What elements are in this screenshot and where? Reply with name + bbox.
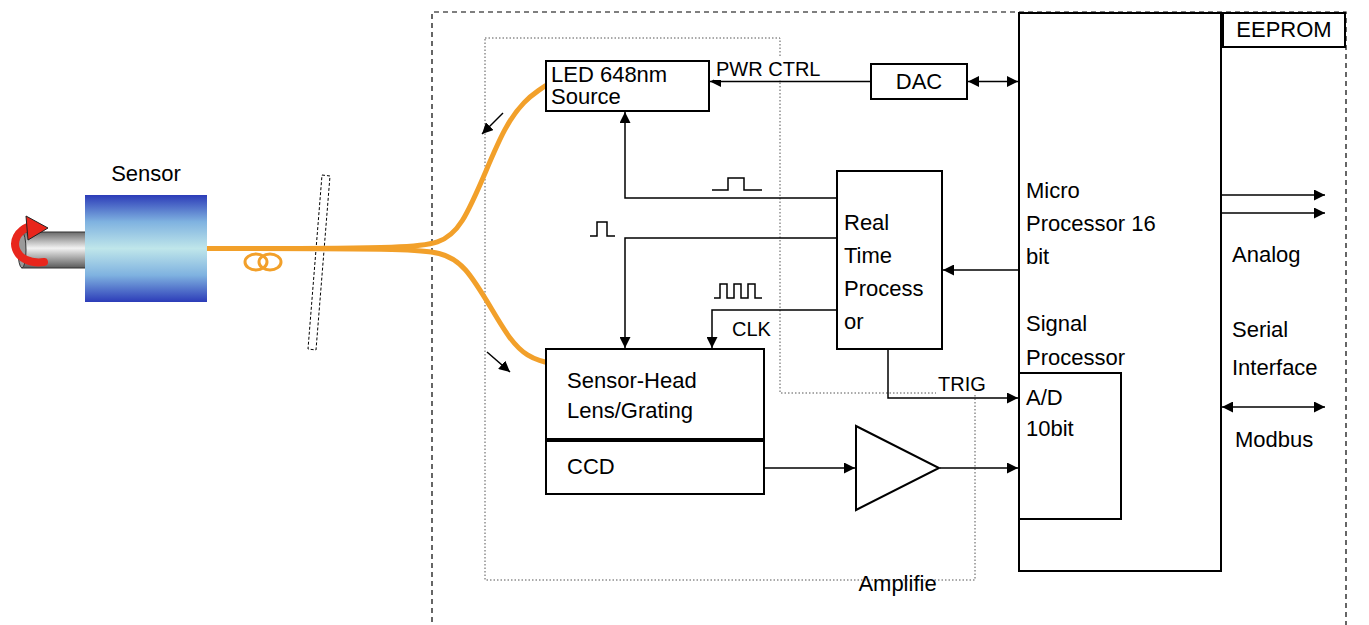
led-source-box: LED 648nm Source <box>545 60 710 112</box>
eeprom-label: EEPROM <box>1228 17 1340 43</box>
signal-connector <box>712 310 836 348</box>
serial-interface-label: Serial Interface <box>1232 311 1342 387</box>
amplifier-label: Amplifie <box>815 571 980 597</box>
amplifier-outline <box>855 425 940 511</box>
processor-label: Micro Processor 16 bit <box>1026 174 1156 273</box>
led-label: LED 648nm Source <box>551 64 681 108</box>
pulse-symbol <box>712 178 762 190</box>
rotation-arrowhead <box>26 216 48 240</box>
signal-connector <box>625 112 836 198</box>
realtime-processor-label: Real Time Processor <box>844 206 926 338</box>
dac-box: DAC <box>870 63 968 100</box>
optical-fiber <box>207 86 545 249</box>
dac-label: DAC <box>876 69 962 95</box>
light-direction-arrow <box>487 352 510 372</box>
microprocessor-box: A/D 10bit Micro Processor 16 bitSignal Pr… <box>1018 12 1222 572</box>
signal-name: CLK <box>730 318 773 340</box>
amplifier-triangle: Amplifie <box>855 425 940 511</box>
analog-output-label: Analog <box>1232 236 1342 274</box>
optical-fiber <box>207 249 545 363</box>
housing-outline <box>432 12 1346 625</box>
sensor-head-box: Sensor-Head Lens/Grating <box>545 348 765 440</box>
fiber-coil <box>259 254 281 270</box>
signal-connector <box>625 238 836 348</box>
processor-label: Signal Processor <box>1026 307 1156 375</box>
eeprom-box: EEPROM <box>1222 12 1346 48</box>
signal-name: TRIG <box>936 373 988 395</box>
optics-region-outline <box>485 38 975 580</box>
analog-output-arrow <box>1222 212 1325 214</box>
realtime-processor-box: Real Time Processor <box>836 170 943 350</box>
serial-interface-label: Modbus <box>1235 421 1345 459</box>
light-direction-arrow <box>482 113 503 134</box>
adc-box: A/D 10bit <box>1018 372 1122 520</box>
signal-connector <box>888 350 1018 398</box>
adc-label: A/D 10bit <box>1026 382 1086 444</box>
sensor-head-label: Sensor-Head Lens/Grating <box>567 366 727 426</box>
ccd-box: CCD <box>545 440 765 495</box>
signal-connector <box>765 467 855 469</box>
pulse-symbol <box>590 222 615 236</box>
serial-interface-arrow <box>1222 406 1325 408</box>
ccd-label: CCD <box>567 454 743 480</box>
signal-name: PWR CTRL <box>714 58 822 80</box>
sensor-body: Sensor <box>85 195 207 302</box>
signal-connector <box>968 81 1018 83</box>
amplifier-symbol <box>856 426 939 510</box>
signal-connector <box>943 269 1018 271</box>
sensor-label: Sensor <box>65 161 227 187</box>
analog-output-arrow <box>1222 194 1325 196</box>
signal-connector <box>710 81 870 83</box>
clock-pulse-train <box>714 284 762 298</box>
cable-break-marker <box>308 175 330 350</box>
signal-connector <box>940 467 1018 469</box>
